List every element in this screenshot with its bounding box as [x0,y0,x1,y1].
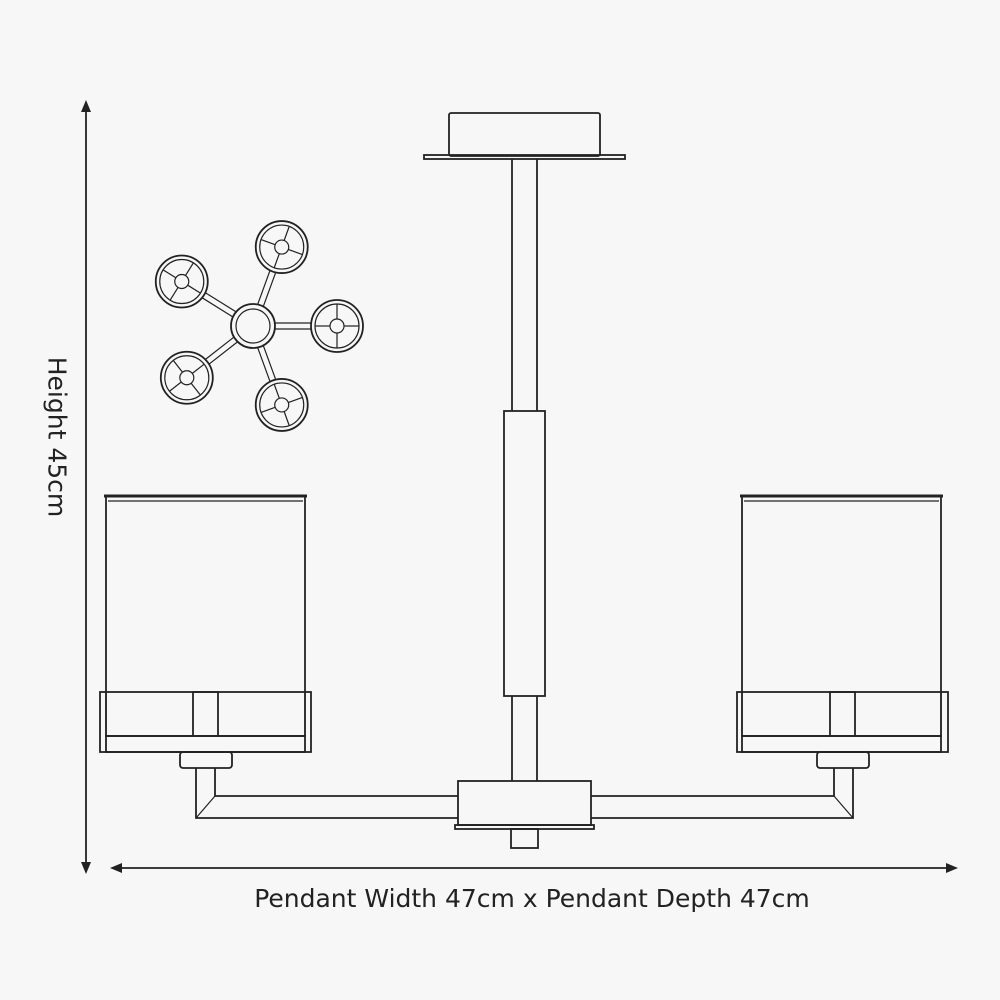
top-view-arm [262,345,277,380]
suspension-rod [503,159,546,781]
right-shade [736,494,949,753]
central-hub [454,780,595,849]
top-view-shade-spoke [260,406,276,414]
top-view-icon [154,220,364,432]
top-view-shade-spoke [288,248,303,256]
top-view-shade-spoke [288,396,303,404]
height-arrow-icon [81,100,91,874]
top-view-shade-spoke [184,262,194,276]
top-view-shade [154,254,209,309]
top-view-shade-spoke [283,226,290,241]
top-view-shade-socket [179,370,195,386]
top-view-shade-socket [274,397,290,413]
top-view-shade-spoke [190,382,201,396]
top-view-shade-spoke [169,381,182,392]
top-view-shade-spoke [191,363,205,374]
top-view-shade-inner [159,258,205,305]
left-shade [99,494,312,753]
top-view-shade-inner [259,224,305,270]
top-view-hub [230,303,276,349]
top-view-arm [257,347,271,382]
top-view-arm [205,292,237,313]
top-view-shade-spoke [187,284,201,294]
top-view-shade-spoke [273,253,280,268]
top-view-arm [257,270,271,305]
top-view-shade-socket [329,318,345,334]
top-view-shade-spoke [169,287,179,301]
top-view-shade-spoke [283,411,290,426]
top-view-shade [159,350,214,405]
top-view-arm [262,272,277,307]
top-view-shade [310,299,364,353]
height-dimension-label: Height 45cm [42,356,72,518]
top-view-shade-spoke [260,238,276,246]
top-view-arm [201,297,234,318]
top-view-shade [254,378,309,432]
top-view-shade-spoke [162,269,177,279]
top-view-shade [254,220,309,274]
right-arm [591,751,870,819]
top-view-shade-inner [164,355,210,401]
top-view-shade-spoke [172,360,183,373]
top-view-shade-socket [274,239,290,255]
left-arm [179,751,458,819]
top-view-shade-inner [259,382,305,428]
top-view-arm [205,336,235,360]
top-view-arm [208,341,238,365]
width-dimension-label: Pendant Width 47cm x Pendant Depth 47cm [254,884,810,913]
width-arrow-icon [110,863,958,873]
top-view-shade-spoke [273,384,280,399]
ceiling-canopy [423,112,626,160]
top-view-shade-socket [174,273,190,290]
top-view-hub-inner [235,308,271,344]
